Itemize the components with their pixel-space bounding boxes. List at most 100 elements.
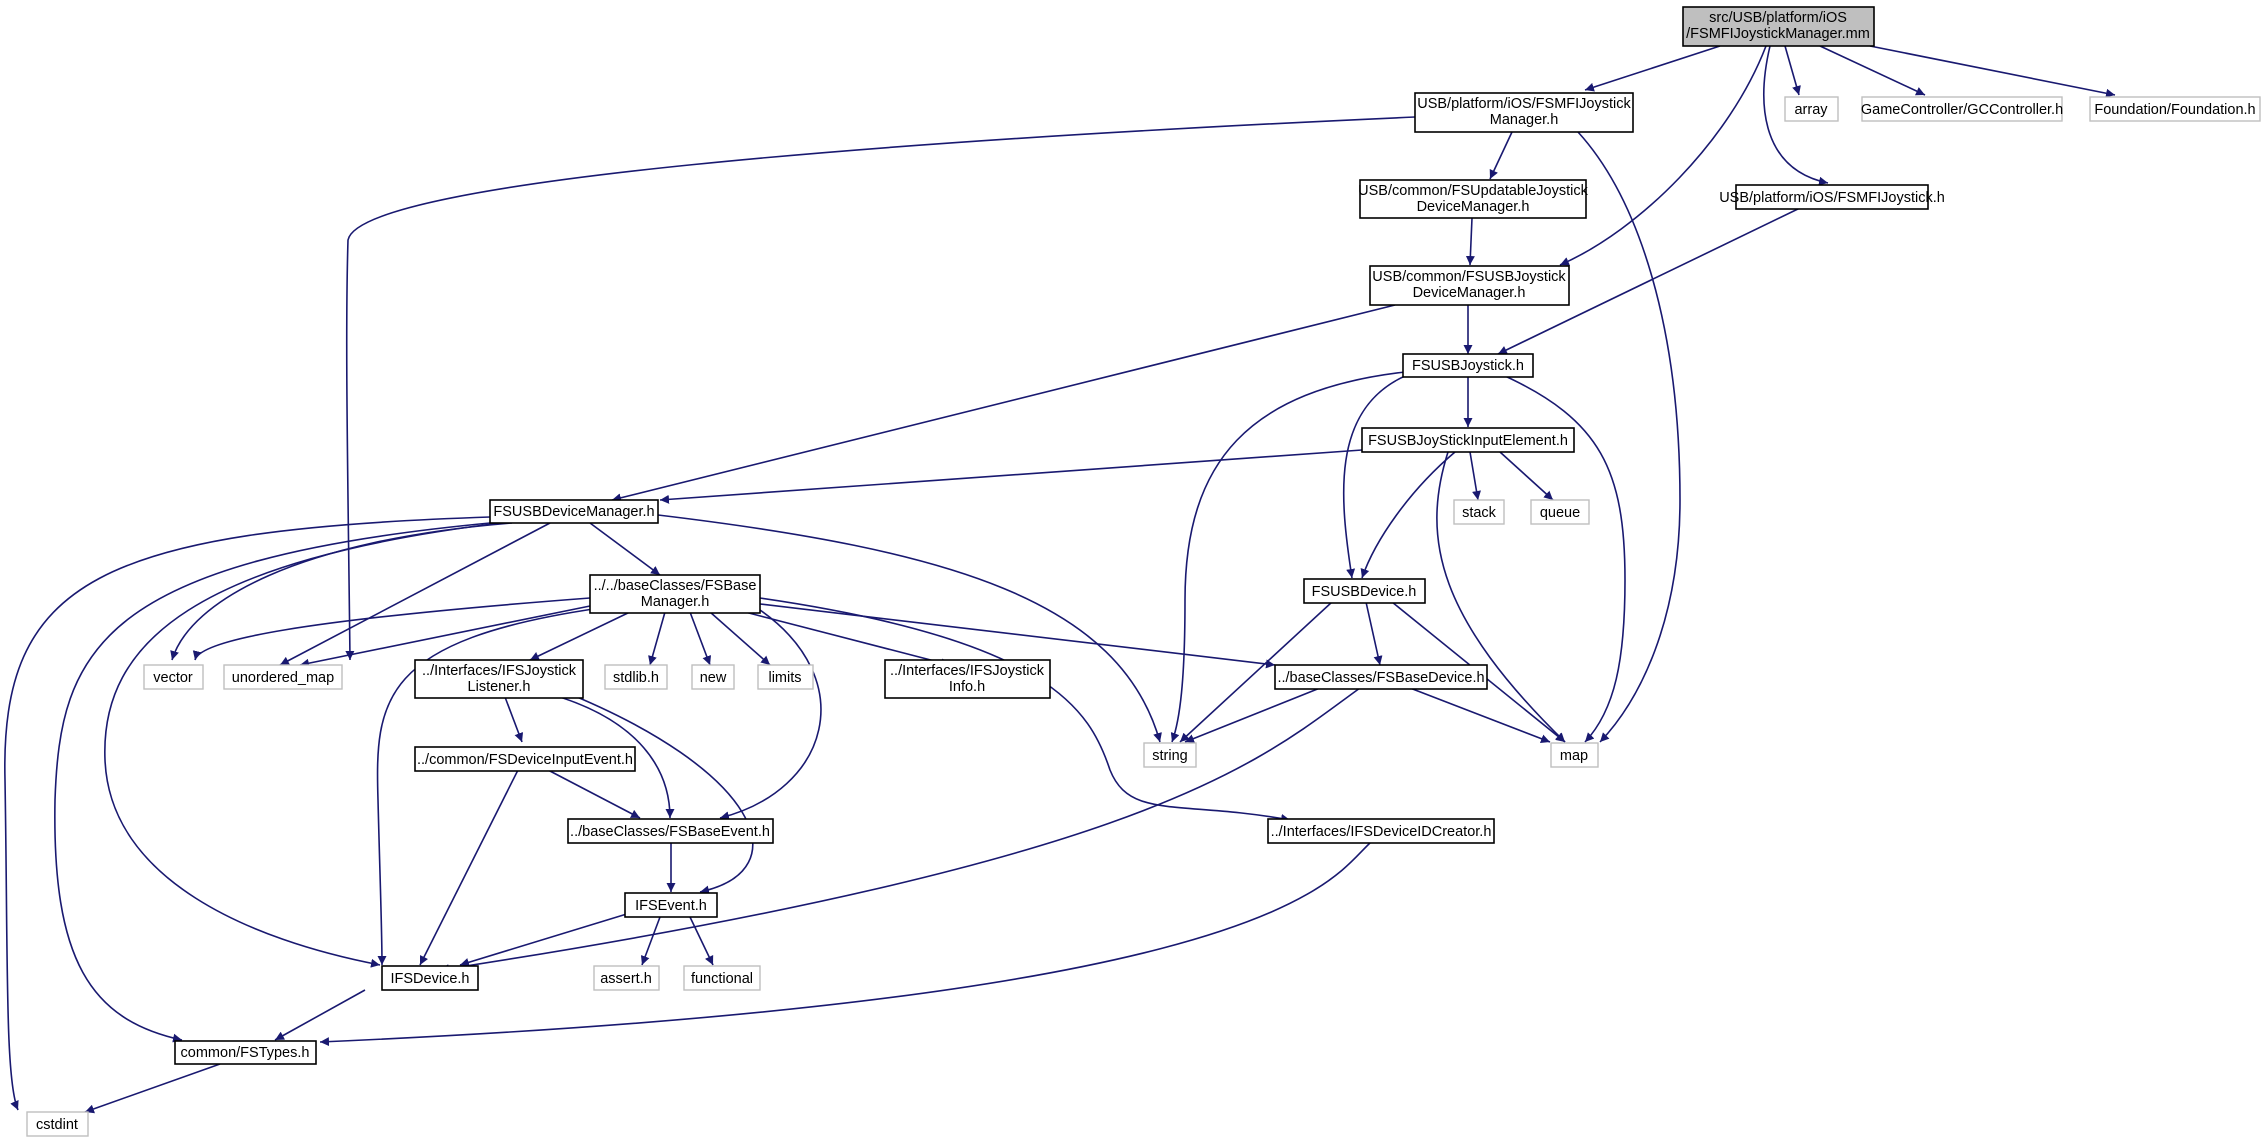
edge-mfimanager-updatable <box>1489 131 1513 180</box>
node-vector[interactable]: vector <box>143 664 204 690</box>
edge-idcreator-fstypes <box>319 842 1371 1047</box>
node-mfi-manager-h[interactable]: USB/platform/iOS/FSMFIJoystick Manager.h <box>1414 92 1634 133</box>
edge-deviceinput-ifsdevice <box>419 769 519 966</box>
node-fstypes[interactable]: common/FSTypes.h <box>174 1040 317 1065</box>
edge-ifsevent-ifsdevice <box>459 912 631 967</box>
edge-inputelement-usbdevice <box>1360 451 1456 579</box>
node-vector-label: vector <box>153 670 193 686</box>
edge-basemanager-basedevice <box>759 603 1276 669</box>
node-cstdint-label: cstdint <box>36 1117 78 1133</box>
edge-devicemanager-fstypes <box>54 522 491 1043</box>
edge-fsusbjoystick-usbdevice <box>1342 375 1406 579</box>
node-stdlib-label: stdlib.h <box>613 670 659 686</box>
node-device-manager[interactable]: FSUSBDeviceManager.h <box>489 499 659 524</box>
node-joystick-listener[interactable]: ../Interfaces/IFSJoystick Listener.h <box>414 659 584 699</box>
node-base-manager-line1: ../../baseClasses/FSBase <box>594 578 757 594</box>
node-usb-device[interactable]: FSUSBDevice.h <box>1303 578 1426 604</box>
node-string-label: string <box>1152 748 1187 764</box>
edge-ifsdevice-fstypes <box>274 989 366 1041</box>
edge-deviceinput-baseevent <box>547 769 641 819</box>
node-array[interactable]: array <box>1784 96 1839 122</box>
edge-devicemanager-string <box>657 514 1162 743</box>
node-ifsdevice[interactable]: IFSDevice.h <box>381 965 479 991</box>
edge-updatable-usbjdm <box>1465 217 1475 266</box>
edge-inputelement-stack <box>1469 451 1481 501</box>
node-limits-label: limits <box>768 670 801 686</box>
node-root[interactable]: src/USB/platform/iOS /FSMFIJoystickManag… <box>1682 6 1875 47</box>
node-gccontroller[interactable]: GameController/GCController.h <box>1861 96 2063 122</box>
node-new-label: new <box>700 670 727 686</box>
edge-usbdevice-basedevice <box>1365 601 1383 666</box>
node-root-line1: src/USB/platform/iOS <box>1709 10 1847 26</box>
node-base-manager[interactable]: ../../baseClasses/FSBase Manager.h <box>589 574 761 614</box>
node-fstypes-label: common/FSTypes.h <box>181 1045 310 1061</box>
edge-basemanager-unorderedmap <box>299 605 591 668</box>
node-joystick-info[interactable]: ../Interfaces/IFSJoystick Info.h <box>884 659 1051 699</box>
edge-basemanager-joystickinfo <box>744 611 951 668</box>
node-unordered-map[interactable]: unordered_map <box>223 664 343 690</box>
node-new[interactable]: new <box>691 664 735 690</box>
node-fsusbjoystick-label: FSUSBJoystick.h <box>1412 358 1524 374</box>
node-stack-label: stack <box>1462 505 1497 521</box>
node-ifsdevice-label: IFSDevice.h <box>391 971 470 987</box>
edge-inputelement-devicemanager <box>659 449 1363 504</box>
node-mfi-joystick-h[interactable]: USB/platform/iOS/FSMFIJoystick.h <box>1719 184 1945 210</box>
node-mfi-manager-h-line1: USB/platform/iOS/FSMFIJoystick <box>1417 96 1631 112</box>
svg-text:src/USB/platform/iOS: src/USB/platform/iOS <box>1709 10 1847 26</box>
node-base-event-label: ../baseClasses/FSBaseEvent.h <box>570 824 770 840</box>
edge-basemanager-new <box>689 611 712 666</box>
node-cstdint[interactable]: cstdint <box>26 1111 89 1137</box>
node-assert[interactable]: assert.h <box>593 965 660 991</box>
edge-basemanager-ifsdevice <box>376 607 601 966</box>
node-usb-joystick-dm-line2: DeviceManager.h <box>1413 285 1526 301</box>
edge-ifsevent-functional <box>689 916 714 966</box>
edge-root-array <box>1784 45 1801 96</box>
edge-devicemanager-ifsdevice <box>104 522 501 968</box>
node-device-input-event[interactable]: ../common/FSDeviceInputEvent.h <box>414 746 636 772</box>
node-stack[interactable]: stack <box>1453 499 1505 525</box>
edges <box>4 45 2116 1114</box>
node-base-device[interactable]: ../baseClasses/FSBaseDevice.h <box>1274 664 1488 690</box>
edge-basemanager-stdlib <box>648 611 666 666</box>
node-queue-label: queue <box>1540 505 1580 521</box>
edge-usbdevice-string <box>1179 601 1333 743</box>
edge-root-usb-joystick-dm <box>1559 45 1767 266</box>
edge-devicemanager-basemanager <box>589 522 661 576</box>
node-ifsevent[interactable]: IFSEvent.h <box>624 892 718 918</box>
node-stdlib[interactable]: stdlib.h <box>604 664 668 690</box>
node-input-element[interactable]: FSUSBJoyStickInputElement.h <box>1361 427 1575 453</box>
node-updatable[interactable]: USB/common/FSUpdatableJoystick DeviceMan… <box>1358 179 1589 219</box>
node-unordered-map-label: unordered_map <box>232 670 334 686</box>
node-functional[interactable]: functional <box>683 965 761 991</box>
edge-basedevice-map <box>1409 687 1551 743</box>
nodes: src/USB/platform/iOS /FSMFIJoystickManag… <box>26 6 2261 1137</box>
node-map[interactable]: map <box>1550 742 1599 768</box>
node-updatable-line1: USB/common/FSUpdatableJoystick <box>1358 183 1588 199</box>
edge-listener-ifsevent <box>559 689 754 895</box>
edge-fsusbjoystick-string <box>1170 371 1406 743</box>
edge-usbjdm-devicemanager <box>611 304 1396 503</box>
edge-basemanager-listener <box>529 611 631 661</box>
edge-inputelement-map <box>1436 451 1566 743</box>
node-limits[interactable]: limits <box>757 664 814 690</box>
node-usb-joystick-dm-line1: USB/common/FSUSBJoystick <box>1372 269 1566 285</box>
node-device-id-creator[interactable]: ../Interfaces/IFSDeviceIDCreator.h <box>1267 818 1495 844</box>
node-foundation[interactable]: Foundation/Foundation.h <box>2089 96 2261 122</box>
node-joystick-info-line1: ../Interfaces/IFSJoystick <box>890 663 1045 679</box>
node-string[interactable]: string <box>1143 742 1197 768</box>
node-base-manager-line2: Manager.h <box>641 594 710 610</box>
node-joystick-listener-line2: Listener.h <box>468 679 531 695</box>
node-functional-label: functional <box>691 971 753 987</box>
node-fsusbjoystick[interactable]: FSUSBJoystick.h <box>1402 353 1534 378</box>
node-device-id-creator-label: ../Interfaces/IFSDeviceIDCreator.h <box>1271 824 1492 840</box>
node-updatable-line2: DeviceManager.h <box>1417 199 1530 215</box>
edge-ifsevent-assert <box>640 916 661 966</box>
edge-basemanager-idcreator <box>759 597 1291 823</box>
node-usb-joystick-dm[interactable]: USB/common/FSUSBJoystick DeviceManager.h <box>1369 265 1570 306</box>
node-base-event[interactable]: ../baseClasses/FSBaseEvent.h <box>567 818 774 844</box>
edge-root-mfi-manager <box>1584 45 1721 92</box>
node-array-label: array <box>1794 102 1828 118</box>
node-queue[interactable]: queue <box>1530 499 1590 525</box>
node-device-manager-label: FSUSBDeviceManager.h <box>493 504 654 520</box>
